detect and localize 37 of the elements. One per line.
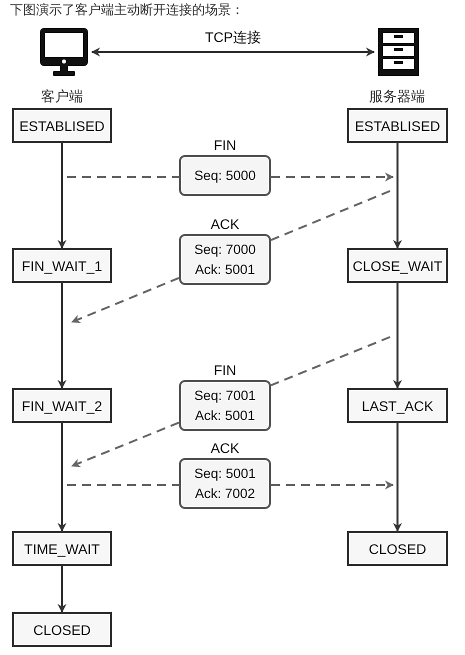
dashed-arrow — [271, 480, 394, 490]
dashed-arrow — [71, 277, 180, 324]
arrow — [393, 423, 402, 532]
state-box: FIN_WAIT_1 — [12, 248, 112, 283]
message-type: ACK — [210, 440, 240, 456]
dashed-line — [270, 190, 390, 241]
state-box: TIME_WAIT — [12, 531, 112, 566]
state-box: ESTABLISED — [12, 108, 112, 143]
arrow — [58, 283, 66, 389]
message-box: Seq: 7001 Ack: 5001 — [179, 380, 271, 431]
state-box: ESTABLISED — [347, 108, 448, 143]
dashed-line — [270, 336, 390, 386]
endpoint-label: 服务器端 — [369, 88, 425, 106]
heading-text: 下图演示了客户端主动断开连接的场景： — [10, 1, 244, 19]
dashed-arrow — [71, 422, 180, 468]
arrow — [58, 566, 66, 613]
dashed-arrow — [271, 172, 394, 182]
message-box: Seq: 5000 — [179, 155, 271, 196]
message-type: FIN — [212, 362, 238, 378]
state-box: LAST_ACK — [347, 388, 448, 423]
edge-label: TCP连接 — [203, 29, 263, 47]
state-box: FIN_WAIT_2 — [12, 388, 112, 423]
state-box: CLOSE_WAIT — [347, 248, 448, 283]
dashed-line — [67, 484, 179, 486]
message-box: Seq: 5001 Ack: 7002 — [179, 458, 271, 509]
arrow — [393, 143, 402, 249]
arrow — [393, 283, 402, 389]
arrow — [58, 423, 66, 532]
message-type: ACK — [210, 216, 240, 232]
message-type: FIN — [212, 137, 238, 153]
message-box: Seq: 7000 Ack: 5001 — [179, 234, 271, 285]
dashed-line — [67, 176, 179, 178]
state-box: CLOSED — [12, 612, 112, 647]
state-box: CLOSED — [347, 531, 448, 566]
endpoint-label: 客户端 — [41, 88, 83, 106]
arrow — [58, 143, 66, 249]
double-arrow — [91, 48, 375, 56]
